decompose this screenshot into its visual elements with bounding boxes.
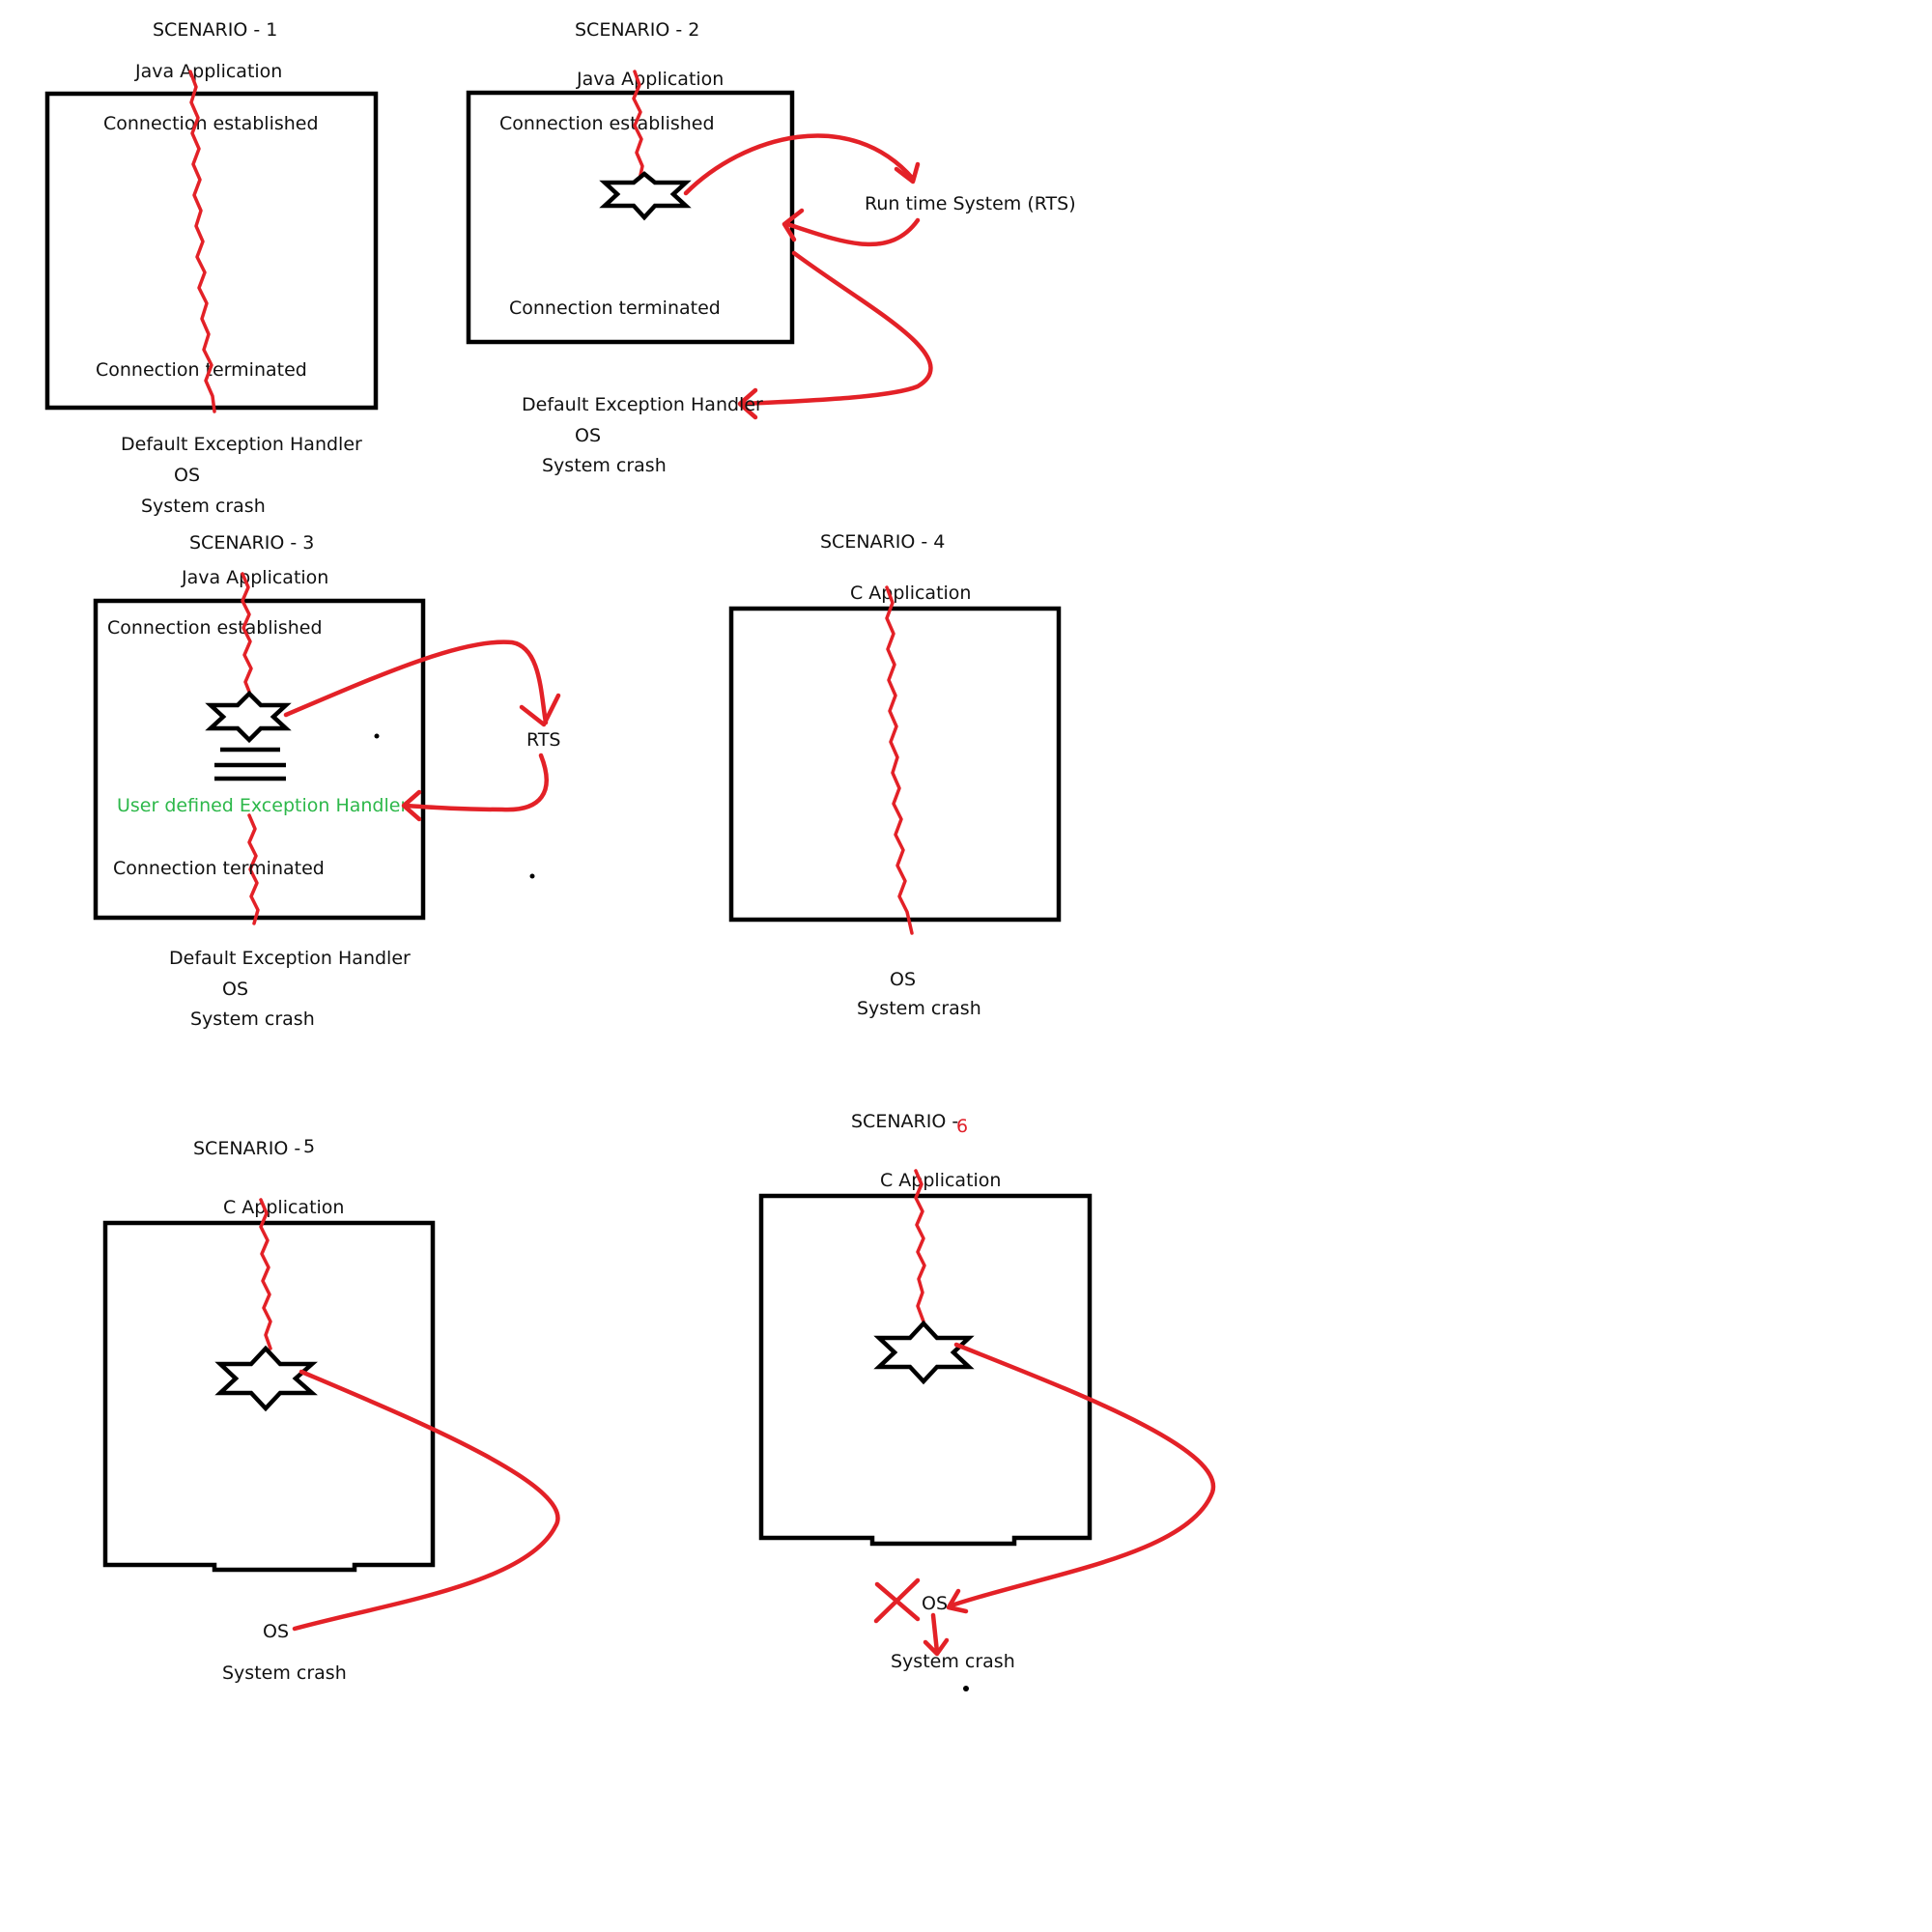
- scenario-2-execution-flow: [632, 70, 644, 182]
- scenario-1-title: SCENARIO - 1: [153, 19, 277, 41]
- scenario-3-connection-terminated: Connection terminated: [113, 858, 325, 879]
- scenario-3-system-crash: System crash: [190, 1009, 315, 1030]
- scenario-1-system-crash: System crash: [141, 496, 266, 517]
- scenario-1-connection-established: Connection established: [103, 113, 319, 134]
- scenario-3-app-box: [93, 598, 426, 921]
- scenario-3-stray-dot-2: [529, 873, 535, 879]
- scenario-6-arrow-to-os-head: [946, 1588, 969, 1614]
- scenario-5-arrow-to-os: [292, 1369, 560, 1632]
- scenario-3-user-defined-handler: User defined Exception Handler: [117, 795, 408, 816]
- scenario-5-star-icon: [214, 1345, 318, 1412]
- scenario-6-arrow-to-crash-head: [923, 1637, 950, 1657]
- scenario-1-execution-flow: [188, 70, 216, 413]
- scenario-2-connection-terminated: Connection terminated: [509, 298, 721, 319]
- scenario-3-title: SCENARIO - 3: [189, 532, 314, 554]
- scenario-2-default-exception-handler: Default Exception Handler: [522, 394, 763, 415]
- scenario-2-arrow-from-rts-head: [781, 208, 805, 242]
- scenario-4-os: OS: [890, 969, 916, 990]
- scenario-2-system-crash: System crash: [542, 455, 667, 476]
- scenario-3: SCENARIO - 3 Java Application Connection…: [93, 532, 561, 1030]
- scenario-6-title: SCENARIO -: [851, 1111, 958, 1132]
- scenario-3-arrow-to-rts-head: [519, 693, 561, 727]
- scenario-6-star-icon: [873, 1320, 975, 1385]
- scenario-2-connection-established: Connection established: [499, 113, 715, 134]
- scenario-1-os: OS: [174, 465, 200, 486]
- scenario-3-execution-flow-upper: [241, 572, 253, 694]
- scenario-6-arrow-to-os: [949, 1342, 1216, 1608]
- scenario-3-stray-dot-1: [374, 733, 380, 739]
- scenario-2-title: SCENARIO - 2: [575, 19, 699, 41]
- scenario-4-title: SCENARIO - 4: [820, 531, 945, 553]
- scenario-4-execution-flow: [885, 585, 914, 935]
- scenario-5-number: 5: [303, 1136, 315, 1157]
- scenario-2-os: OS: [575, 425, 601, 446]
- scenario-3-star-icon: [205, 690, 292, 744]
- scenario-2-arrow-to-rts-head: [894, 161, 921, 185]
- scenario-5-os: OS: [263, 1621, 289, 1642]
- scenario-3-arrow-from-rts: [403, 753, 549, 812]
- scenario-6-number: 6: [956, 1116, 968, 1137]
- scenario-1-app-label: Java Application: [134, 61, 282, 82]
- scenario-3-arrow-from-rts-head: [401, 789, 422, 822]
- scenario-1-app-box: [44, 91, 379, 411]
- scenario-6-system-crash: System crash: [891, 1651, 1015, 1672]
- scenario-6: SCENARIO - 6 C Application OS System cra…: [758, 1111, 1216, 1691]
- scenario-6-app-box: [758, 1193, 1093, 1547]
- scenario-6-app-label: C Application: [880, 1170, 1001, 1191]
- scenario-1: SCENARIO - 1 Java Application Connection…: [44, 19, 379, 517]
- scenario-1-default-exception-handler: Default Exception Handler: [121, 434, 362, 455]
- scenario-3-app-label: Java Application: [181, 567, 328, 588]
- scenario-2-arrow-to-rts: [683, 133, 916, 196]
- scenario-3-os: OS: [222, 979, 248, 1000]
- scenario-5-execution-flow: [259, 1198, 272, 1350]
- scenario-5: SCENARIO - 5 C Application OS System cra…: [102, 1136, 560, 1684]
- scenario-4: SCENARIO - 4 C Application OS System cra…: [728, 531, 1062, 1019]
- scenario-2-app-label: Java Application: [576, 69, 724, 90]
- scenario-6-execution-flow: [914, 1169, 926, 1323]
- scenario-6-stray-dot: [963, 1686, 969, 1691]
- scenario-2-arrow-to-default-handler-head: [737, 387, 758, 420]
- scenario-3-rts-label: RTS: [526, 729, 561, 751]
- scenario-6-cross-icon: [873, 1577, 921, 1624]
- scenario-4-app-box: [728, 606, 1062, 923]
- scenario-4-system-crash: System crash: [857, 998, 981, 1019]
- scenario-4-app-label: C Application: [850, 582, 971, 604]
- scenario-2-star-icon: [599, 171, 692, 221]
- scenario-5-app-label: C Application: [223, 1197, 344, 1218]
- scenario-6-os: OS: [922, 1593, 948, 1614]
- scenario-2-arrow-from-rts: [784, 217, 921, 247]
- scenario-6-arrow-to-crash: [930, 1612, 940, 1655]
- scenario-1-connection-terminated: Connection terminated: [96, 359, 307, 381]
- scenario-5-system-crash: System crash: [222, 1662, 347, 1684]
- scenario-2-rts-label: Run time System (RTS): [865, 193, 1076, 214]
- scenario-3-connection-established: Connection established: [107, 617, 323, 639]
- scenario-3-arrow-to-rts: [283, 639, 549, 725]
- scenario-5-app-box: [102, 1220, 436, 1573]
- scenario-5-title: SCENARIO -: [193, 1138, 300, 1159]
- scenario-3-default-exception-handler: Default Exception Handler: [169, 948, 411, 969]
- scenario-3-execution-flow-lower: [247, 813, 260, 925]
- scenario-2-arrow-to-default-handler: [741, 250, 933, 407]
- scenario-2: SCENARIO - 2 Java Application Connection…: [466, 19, 1076, 476]
